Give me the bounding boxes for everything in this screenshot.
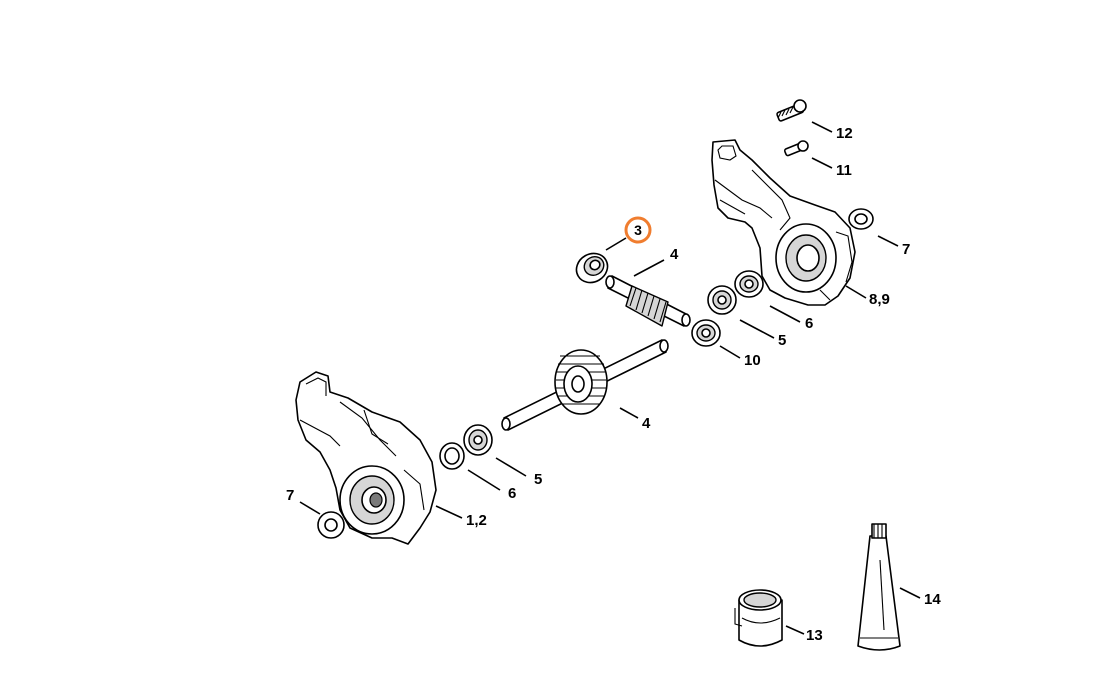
bearing-6-bottom[interactable] bbox=[439, 442, 465, 470]
grease-tube-14[interactable] bbox=[857, 523, 901, 651]
callout-3-highlighted[interactable]: 3 bbox=[624, 216, 652, 244]
bearing-10[interactable] bbox=[691, 319, 721, 347]
callout-10: 10 bbox=[744, 352, 761, 369]
washer-7-left[interactable] bbox=[317, 511, 345, 539]
gear-housing-right[interactable] bbox=[711, 139, 856, 306]
washer-7-right[interactable] bbox=[848, 208, 874, 230]
screw-12[interactable] bbox=[776, 99, 807, 122]
callout-5-bottom: 5 bbox=[534, 471, 542, 488]
gear-shaft-4-bottom[interactable] bbox=[501, 339, 669, 431]
callout-6-bottom: 6 bbox=[508, 485, 516, 502]
callout-11: 11 bbox=[836, 162, 852, 179]
screw-11[interactable] bbox=[783, 140, 809, 157]
callout-7-right: 7 bbox=[902, 241, 910, 258]
grease-tub-13[interactable] bbox=[734, 589, 783, 647]
callout-6-top: 6 bbox=[805, 315, 813, 332]
bearing-3[interactable] bbox=[571, 248, 613, 288]
ring-5-top[interactable] bbox=[707, 285, 737, 315]
callout-7-left: 7 bbox=[286, 487, 294, 504]
gear-housing-left[interactable] bbox=[295, 371, 437, 545]
callout-12: 12 bbox=[836, 125, 853, 142]
highlight-ring bbox=[624, 216, 652, 244]
ring-5-bottom[interactable] bbox=[463, 424, 493, 456]
callout-3-label: 3 bbox=[634, 222, 642, 238]
callout-8-9: 8,9 bbox=[869, 291, 890, 308]
callout-14: 14 bbox=[924, 591, 941, 608]
callout-4-bottom: 4 bbox=[642, 415, 651, 432]
leader-lines bbox=[299, 121, 921, 635]
worm-shaft-4-top[interactable] bbox=[605, 275, 691, 327]
callout-13: 13 bbox=[806, 627, 823, 644]
callout-1-2: 1,2 bbox=[466, 512, 487, 529]
bearing-6-top[interactable] bbox=[734, 270, 764, 298]
callout-5-top: 5 bbox=[778, 332, 786, 349]
callout-4-top: 4 bbox=[670, 246, 679, 263]
